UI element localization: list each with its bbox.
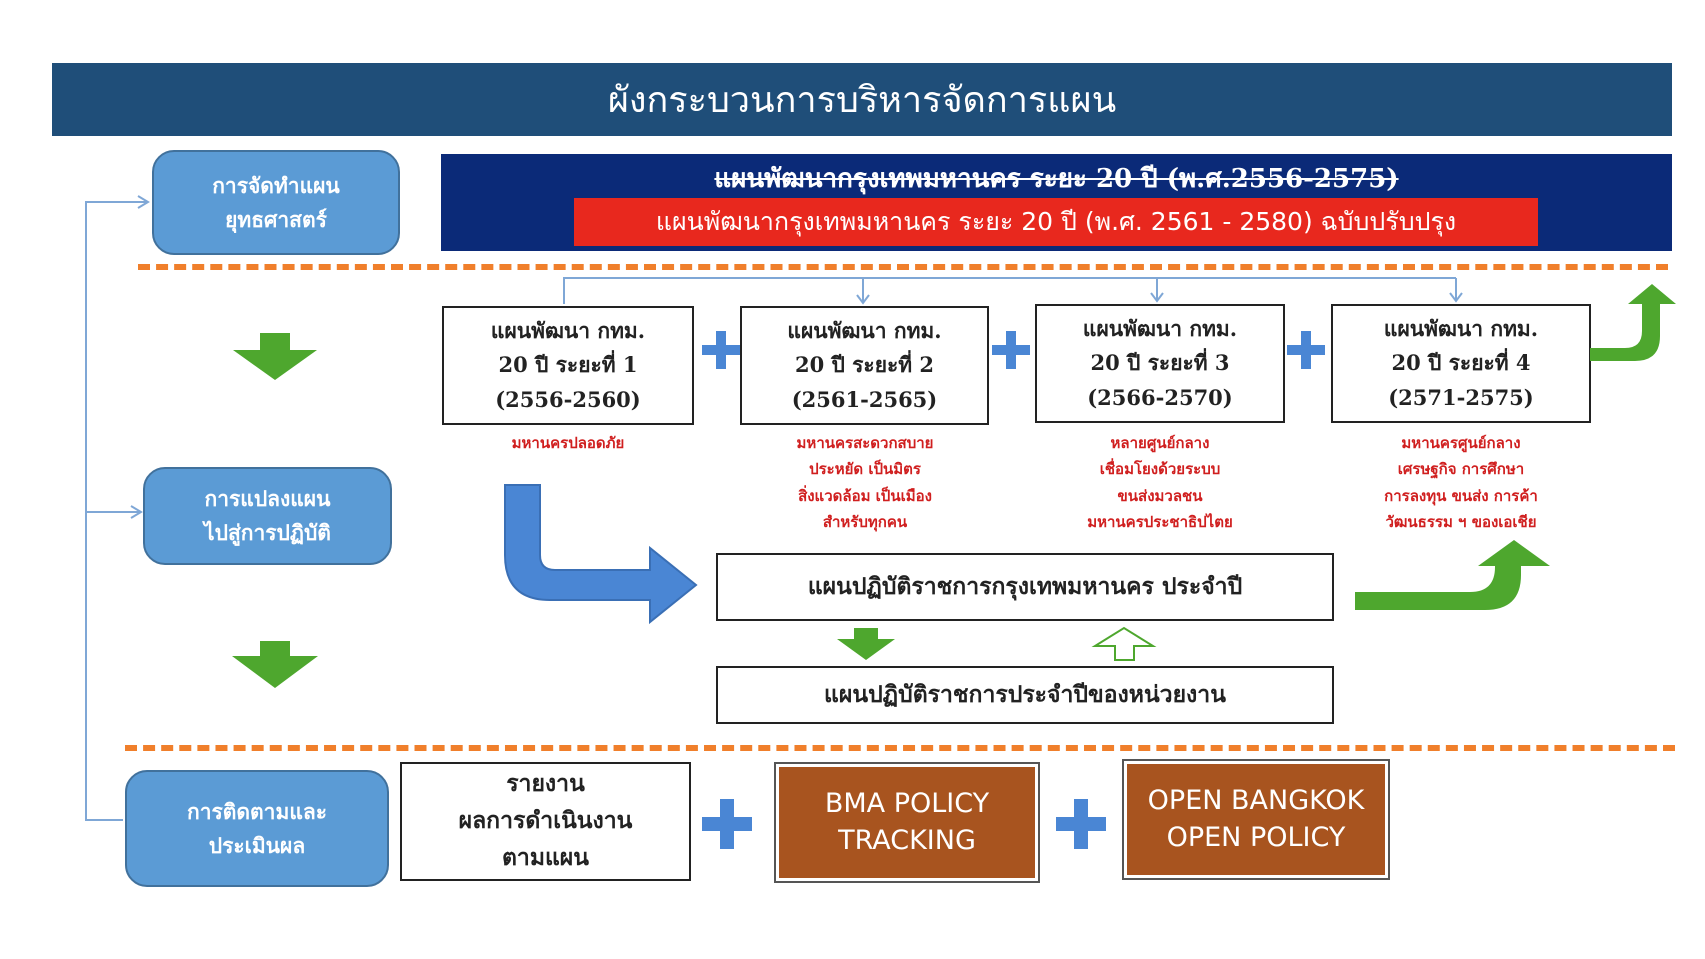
annual-plan-box: แผนปฏิบัติราชการกรุงเทพมหานคร ประจำปี — [716, 553, 1334, 621]
phase-2-line2: 20 ปี ระยะที่ 2 — [794, 352, 935, 378]
bma-policy-line2: TRACKING — [838, 824, 976, 856]
report-line2: ผลการดำเนินงาน — [458, 807, 633, 835]
up-arrow-icon — [1091, 626, 1157, 661]
open-bangkok-line1: OPEN BANGKOK — [1147, 785, 1365, 817]
performance-report-box: รายงาน ผลการดำเนินงาน ตามแผน — [400, 762, 691, 881]
stage-implementation-line2: ไปสู่การปฏิบัติ — [204, 520, 331, 545]
phase-1-goal-1: มหานครปลอดภัย — [511, 434, 625, 452]
plus-icon — [1056, 799, 1106, 849]
phase-3-goal-1: หลายศูนย์กลาง — [1110, 434, 1210, 452]
plus-icon — [702, 331, 740, 369]
stage-strategy: การจัดทำแผน ยุทธศาสตร์ — [152, 150, 400, 255]
phase-3-line1: แผนพัฒนา กทม. — [1082, 315, 1238, 341]
down-arrow-icon — [232, 641, 318, 688]
phase-4-line1: แผนพัฒนา กทม. — [1383, 315, 1539, 341]
feedback-line — [85, 195, 150, 821]
phase-2-goal-2: ประหยัด เป็นมิตร — [809, 460, 921, 479]
curved-up-arrow-icon — [1355, 540, 1550, 610]
phase-4-goal-3: การลงทุน ขนส่ง การค้า — [1384, 486, 1538, 505]
phase-4-goal-1: มหานครศูนย์กลาง — [1401, 434, 1521, 452]
phase-3-goal-4: มหานครประชาธิปไตย — [1087, 512, 1233, 531]
phase-box-3: แผนพัฒนา กทม. 20 ปี ระยะที่ 3 (2566-2570… — [1035, 304, 1285, 423]
curved-up-arrow-icon — [1590, 284, 1676, 361]
phase-box-2: แผนพัฒนา กทม. 20 ปี ระยะที่ 2 (2561-2565… — [740, 306, 989, 425]
old-plan-title: แผนพัฒนากรุงเทพมหานคร ระยะ 20 ปี (พ.ศ.25… — [714, 164, 1399, 194]
revised-plan-title: แผนพัฒนากรุงเทพมหานคร ระยะ 20 ปี (พ.ศ. 2… — [574, 198, 1538, 246]
phase-4-goal-2: เศรษฐกิจ การศึกษา — [1397, 460, 1525, 479]
phase-4-goal-4: วัฒนธรรม ฯ ของเอเชีย — [1385, 512, 1537, 531]
stage-implementation: การแปลงแผน ไปสู่การปฏิบัติ — [143, 467, 392, 565]
divider-top — [138, 264, 1668, 270]
phase-3-goal-3: ขนส่งมวลชน — [1117, 486, 1203, 505]
phase-1-goals: มหานครปลอดภัย — [442, 430, 694, 456]
bma-policy-line1: BMA POLICY — [824, 788, 990, 820]
report-line1: รายงาน — [506, 770, 585, 798]
stage-monitoring-line1: การติดตามและ — [186, 798, 328, 824]
phase-3-line3: (2566-2570) — [1087, 384, 1233, 410]
phase-1-line2: 20 ปี ระยะที่ 1 — [498, 352, 638, 378]
phase-2-goal-1: มหานครสะดวกสบาย — [796, 434, 934, 452]
bent-arrow-icon — [504, 484, 698, 625]
phase-3-line2: 20 ปี ระยะที่ 3 — [1090, 350, 1230, 376]
page-title: ผังกระบวนการบริหารจัดการแผน — [52, 63, 1672, 136]
stage-strategy-line2: ยุทธศาสตร์ — [225, 206, 327, 232]
phase-3-goal-2: เชื่อมโยงด้วยระบบ — [1099, 460, 1221, 479]
phase-4-line2: 20 ปี ระยะที่ 4 — [1391, 350, 1531, 376]
stage-monitoring-line2: ประเมินผล — [208, 832, 306, 858]
phase-2-goal-3: สิ่งแวดล้อม เป็นเมือง — [798, 486, 932, 505]
plus-icon — [1287, 331, 1325, 369]
bma-policy-tracking-box: BMA POLICY TRACKING — [774, 762, 1040, 883]
stage-monitoring: การติดตามและ ประเมินผล — [125, 770, 389, 887]
stage-strategy-line1: การจัดทำแผน — [212, 172, 340, 198]
phase-2-line1: แผนพัฒนา กทม. — [787, 317, 942, 343]
report-line3: ตามแผน — [501, 843, 590, 871]
stage-implementation-line1: การแปลงแผน — [204, 486, 331, 512]
open-bangkok-box: OPEN BANGKOK OPEN POLICY — [1122, 759, 1390, 880]
phase-connector — [563, 277, 1463, 305]
phase-1-line1: แผนพัฒนา กทม. — [490, 317, 646, 343]
phase-2-line3: (2561-2565) — [791, 386, 938, 412]
phase-1-line3: (2556-2560) — [495, 386, 641, 412]
phase-2-goals: มหานครสะดวกสบาย ประหยัด เป็นมิตร สิ่งแวด… — [730, 430, 1000, 535]
phase-3-goals: หลายศูนย์กลาง เชื่อมโยงด้วยระบบ ขนส่งมวล… — [1025, 430, 1295, 535]
phase-4-goals: มหานครศูนย์กลาง เศรษฐกิจ การศึกษา การลงท… — [1316, 430, 1606, 535]
phase-4-line3: (2571-2575) — [1388, 384, 1534, 410]
phase-box-1: แผนพัฒนา กทม. 20 ปี ระยะที่ 1 (2556-2560… — [442, 306, 694, 425]
plus-icon — [992, 331, 1030, 369]
open-bangkok-line2: OPEN POLICY — [1166, 821, 1346, 853]
down-arrow-icon — [233, 333, 317, 380]
plus-icon — [702, 799, 752, 849]
phase-box-4: แผนพัฒนา กทม. 20 ปี ระยะที่ 4 (2571-2575… — [1331, 304, 1591, 423]
phase-2-goal-4: สำหรับทุกคน — [822, 512, 908, 531]
divider-bottom — [125, 745, 1675, 751]
down-arrow-icon — [837, 628, 895, 660]
unit-annual-plan-box: แผนปฏิบัติราชการประจำปีของหน่วยงาน — [716, 666, 1334, 724]
